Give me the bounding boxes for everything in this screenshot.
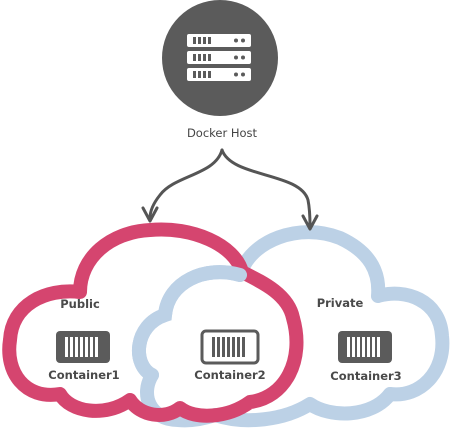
arrow-to-private — [220, 148, 312, 228]
host-arrows — [148, 148, 312, 228]
container1-label: Container1 — [48, 368, 119, 382]
arrowhead-private — [301, 214, 319, 231]
public-network-label: Public — [60, 297, 100, 311]
arrow-to-public — [148, 148, 224, 220]
arrowhead-public — [141, 206, 159, 223]
private-network-label: Private — [317, 296, 364, 310]
container3-icon — [338, 331, 392, 363]
docker-host-label: Docker Host — [187, 126, 258, 140]
arrowheads — [141, 206, 319, 231]
container3-label: Container3 — [330, 369, 401, 383]
server-rack-icon — [187, 34, 251, 81]
container2-icon — [200, 329, 260, 365]
public-network-cloud — [2, 222, 304, 423]
container2-label: Container2 — [194, 368, 265, 382]
private-overlap-arc — [132, 265, 247, 382]
container1-icon — [56, 331, 110, 363]
